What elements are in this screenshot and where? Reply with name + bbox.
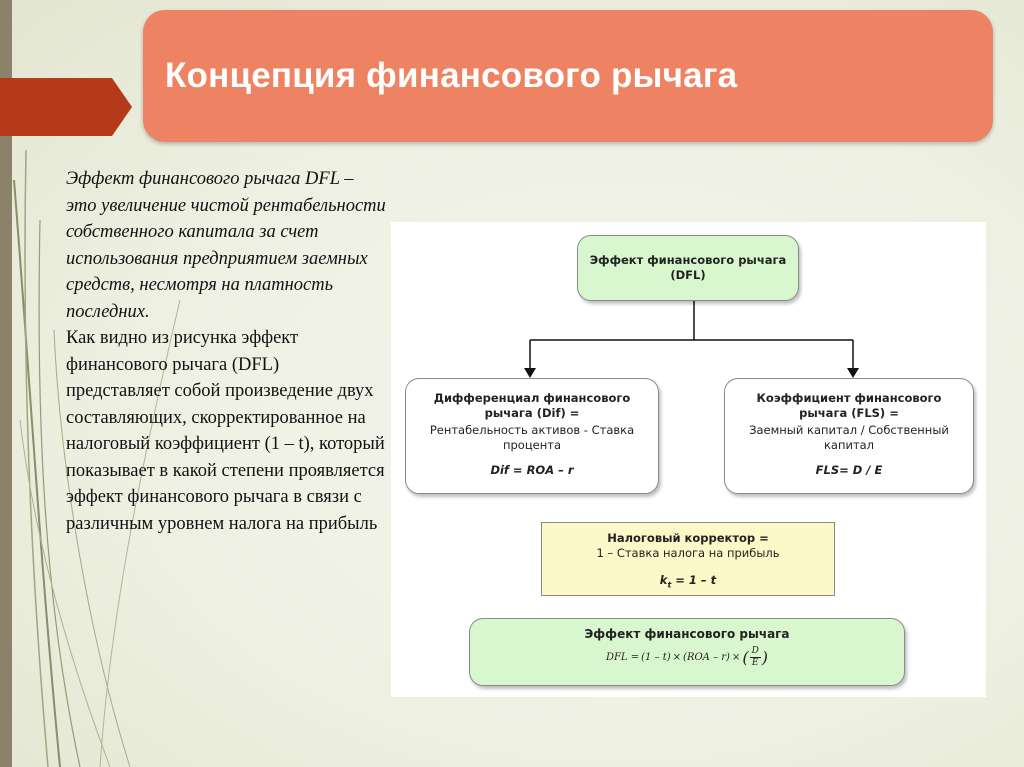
result-formula: DFL = (1 – t) × (ROA – r) × ( D E ) xyxy=(470,646,904,669)
title-ribbon xyxy=(0,78,132,136)
result-formula-mult-2: × xyxy=(731,652,741,663)
decorative-grass-lines xyxy=(13,149,181,767)
dfl-title: Эффект финансового рычага xyxy=(589,253,787,267)
fraction-denominator: E xyxy=(751,658,759,668)
left-rail xyxy=(0,0,12,767)
dfl-box: Эффект финансового рычага (DFL) xyxy=(577,235,799,301)
tax-formula: kt = 1 – t xyxy=(542,573,834,589)
result-formula-lhs: DFL = xyxy=(605,652,640,663)
result-box: Эффект финансового рычага DFL = (1 – t) … xyxy=(469,618,905,686)
tax-formula-sub: t xyxy=(667,580,672,590)
tax-corrector-box: Налоговый корректор = 1 – Ставка налога … xyxy=(541,522,835,596)
tax-title: Налоговый корректор = xyxy=(607,531,769,545)
dif-box: Дифференциал финансового рычага (Dif) = … xyxy=(405,378,659,494)
fls-formula: FLS= D / E xyxy=(815,463,883,477)
tax-text: 1 – Ставка налога на прибыль xyxy=(596,546,780,560)
fls-box: Коэффициент финансового рычага (FLS) = З… xyxy=(724,378,974,494)
body-text: Эффект финансового рычага DFL – это увел… xyxy=(66,166,386,537)
tax-formula-k: k xyxy=(659,573,668,587)
slide-title: Концепция финансового рычага xyxy=(165,56,738,95)
title-box: Концепция финансового рычага xyxy=(143,10,993,142)
fls-text: Заемный капитал / Собственный капитал xyxy=(749,423,949,452)
dif-text: Рентабельность активов - Ставка процента xyxy=(429,423,635,452)
result-title: Эффект финансового рычага xyxy=(584,627,790,641)
result-formula-tax: (1 – t) xyxy=(641,652,671,663)
diagram-connectors xyxy=(524,301,859,378)
fraction-numerator: D xyxy=(749,646,761,658)
dfl-abbr: (DFL) xyxy=(670,268,706,282)
dif-title: Дифференциал финансового рычага (Dif) = xyxy=(433,391,631,420)
fls-title: Коэффициент финансового рычага (FLS) = xyxy=(756,391,942,420)
explanation-paragraph: Как видно из рисунка эффект финансового … xyxy=(66,328,385,534)
dfl-diagram: Эффект финансового рычага (DFL) Дифферен… xyxy=(391,222,986,697)
tax-formula-rest: = 1 – t xyxy=(671,573,717,587)
definition-paragraph: Эффект финансового рычага DFL – это увел… xyxy=(66,169,386,322)
result-formula-dif: (ROA – r) xyxy=(683,652,730,663)
result-formula-mult-1: × xyxy=(672,652,682,663)
dif-formula: Dif = ROA – r xyxy=(490,463,574,477)
result-formula-fraction: ( D E ) xyxy=(742,646,769,668)
